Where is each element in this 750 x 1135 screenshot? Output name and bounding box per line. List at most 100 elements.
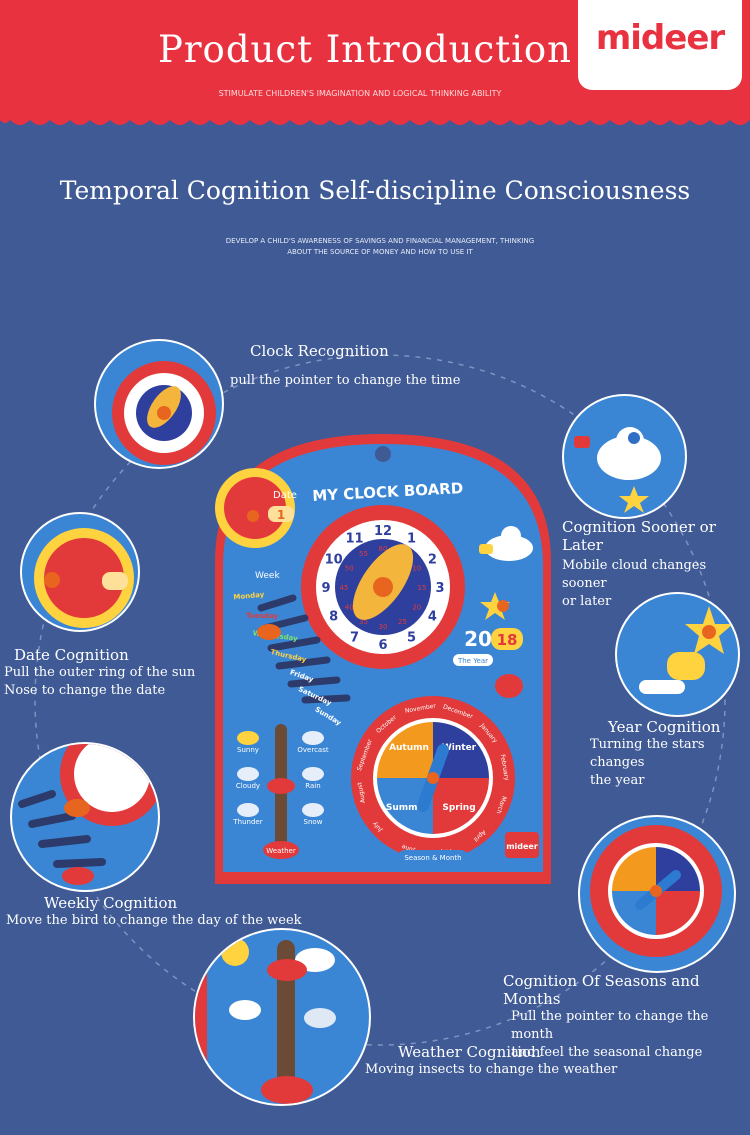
date-cognition-title: Date Cognition — [14, 646, 129, 664]
brand-logo-text: mideer — [595, 18, 725, 58]
year-prefix: 20 — [464, 627, 492, 651]
weather-option-label: Cloudy — [236, 782, 260, 790]
seasons-months-desc-line2: and feel the seasonal change — [511, 1045, 703, 1060]
year-star — [480, 592, 510, 620]
hanging-hole — [375, 446, 391, 462]
clock-hour-number: 1 — [407, 532, 416, 547]
clock-minute-number: 60 — [379, 545, 388, 553]
date-digit: 1 — [277, 508, 285, 522]
bird-decoration — [495, 674, 523, 698]
year-cognition-desc-line2: the year — [590, 773, 645, 788]
brand-logo: mideer — [578, 0, 742, 90]
weather-option-label: Overcast — [297, 746, 328, 754]
sooner-later-title: Cognition Sooner or Later — [562, 518, 716, 554]
weather-icon — [302, 731, 324, 745]
sun-date-widget: Date 1 — [215, 468, 297, 548]
weather-cognition-bubble — [193, 928, 371, 1106]
clock-hour-number: 11 — [345, 532, 363, 547]
banner-scallop-edge — [0, 112, 750, 125]
weekday-label: Monday — [233, 591, 265, 602]
clock-minute-number: 15 — [418, 584, 427, 592]
clock-recognition-title: Clock Recognition — [250, 342, 389, 360]
year-label: The Year — [457, 657, 488, 665]
weekday-label: Tuesday — [246, 612, 279, 621]
clock-hour-labels: 12123456789101160510152025303540455055 — [321, 524, 444, 653]
year-cognition-label: Year Cognition Turning the stars changes… — [590, 718, 750, 790]
weather-option-label: Snow — [304, 818, 323, 826]
week-bird-slider — [257, 624, 281, 640]
sooner-later-desc-line1: Mobile cloud changes sooner — [562, 558, 707, 591]
month-label: June — [401, 842, 417, 853]
weather-icon — [237, 767, 259, 781]
clock-hour-number: 4 — [428, 610, 437, 625]
sooner-later-desc-line2: or later — [562, 594, 612, 609]
clock-hour-number: 8 — [329, 610, 338, 625]
week-label: Week — [255, 571, 280, 581]
clock-minute-number: 10 — [412, 565, 421, 573]
weather-icon — [302, 767, 324, 781]
month-label: August — [356, 781, 367, 804]
year-cognition-desc-line1: Turning the stars changes — [590, 737, 705, 770]
date-cognition-desc-line2: Nose to change the date — [4, 683, 166, 698]
weather-cognition-title: Weather Cognition — [398, 1043, 541, 1061]
clock-recognition-desc: pull the pointer to change the time — [230, 372, 460, 390]
clock-recognition-desc-line1: pull the pointer to change the time — [230, 373, 461, 388]
seasons-months-bubble — [578, 815, 736, 973]
clock-board-product: MY CLOCK BOARD Date 1 121234567891011605… — [215, 434, 551, 884]
sooner-later-label: Cognition Sooner or Later Mobile cloud c… — [562, 518, 750, 611]
clock-minute-number: 25 — [398, 618, 407, 626]
clock-hour-number: 12 — [374, 524, 392, 539]
date-cognition-desc-line1: Pull the outer ring of the sun — [4, 665, 196, 680]
clock-recognition-bubble — [94, 339, 224, 469]
weather-option-label: Sunny — [237, 746, 259, 754]
sooner-later-bubble — [562, 394, 687, 519]
weekly-cognition-title: Weekly Cognition — [44, 894, 178, 912]
season-label: Spring — [442, 803, 475, 813]
clock-hour-number: 7 — [350, 630, 359, 645]
clock-minute-number: 30 — [379, 623, 388, 631]
year-display: 20 18 The Year — [453, 627, 523, 666]
clock-minute-number: 55 — [359, 550, 368, 558]
section-title: Temporal Cognition Self-discipline Consc… — [59, 176, 691, 205]
clock-minute-number: 50 — [345, 565, 354, 573]
season-label: Summer — [386, 803, 429, 813]
weekly-cognition-desc-line1: Move the bird to change the day of the w… — [6, 913, 302, 928]
section-description-line1: DEVELOP A CHILD'S AWARENESS OF SAVINGS A… — [225, 237, 535, 245]
clock-recognition-label: Clock Recognition — [250, 342, 389, 360]
clock-center-knob — [373, 577, 393, 597]
clock-minute-number: 20 — [412, 604, 421, 612]
weather-label: Weather — [266, 847, 296, 855]
page-subtitle: STIMULATE CHILDREN'S IMAGINATION AND LOG… — [218, 89, 502, 98]
section-description: DEVELOP A CHILD'S AWARENESS OF SAVINGS A… — [180, 236, 580, 258]
board-brand: mideer — [506, 842, 538, 851]
weather-cognition-label: Weather Cognition Moving insects to chan… — [365, 1043, 617, 1079]
season-month-label: Season & Month — [404, 854, 461, 862]
page-title: Product Introduction — [157, 28, 573, 71]
year-cognition-bubble — [615, 592, 740, 717]
clock-hour-number: 10 — [325, 553, 343, 568]
analog-clock: 12123456789101160510152025303540455055 — [301, 505, 465, 669]
month-label: February — [499, 754, 511, 782]
weather-option-label: Rain — [305, 782, 320, 790]
seasons-months-label: Cognition Of Seasons and Months Pull the… — [503, 972, 750, 1062]
clock-hour-number: 2 — [428, 553, 437, 568]
year-cognition-title: Year Cognition — [608, 718, 721, 736]
season-label: Winter — [442, 743, 477, 753]
sooner-later-cloud — [479, 526, 533, 561]
weather-icon — [237, 731, 259, 745]
year-suffix: 18 — [497, 631, 518, 649]
weekly-cognition-bubble — [10, 742, 160, 892]
clock-hour-number: 5 — [407, 630, 416, 645]
clock-minute-number: 40 — [345, 604, 354, 612]
seasons-months-title: Cognition Of Seasons and Months — [503, 972, 700, 1008]
weather-cognition-desc-line1: Moving insects to change the weather — [365, 1062, 618, 1077]
week-track — [257, 594, 351, 704]
clock-hour-number: 6 — [378, 638, 387, 653]
section-description-line2: ABOUT THE SOURCE OF MONEY AND HOW TO USE… — [287, 248, 473, 256]
clock-hour-number: 9 — [321, 581, 330, 596]
clock-minute-number: 35 — [359, 618, 368, 626]
clock-hour-number: 3 — [435, 581, 444, 596]
weather-option-label: Thunder — [232, 818, 262, 826]
